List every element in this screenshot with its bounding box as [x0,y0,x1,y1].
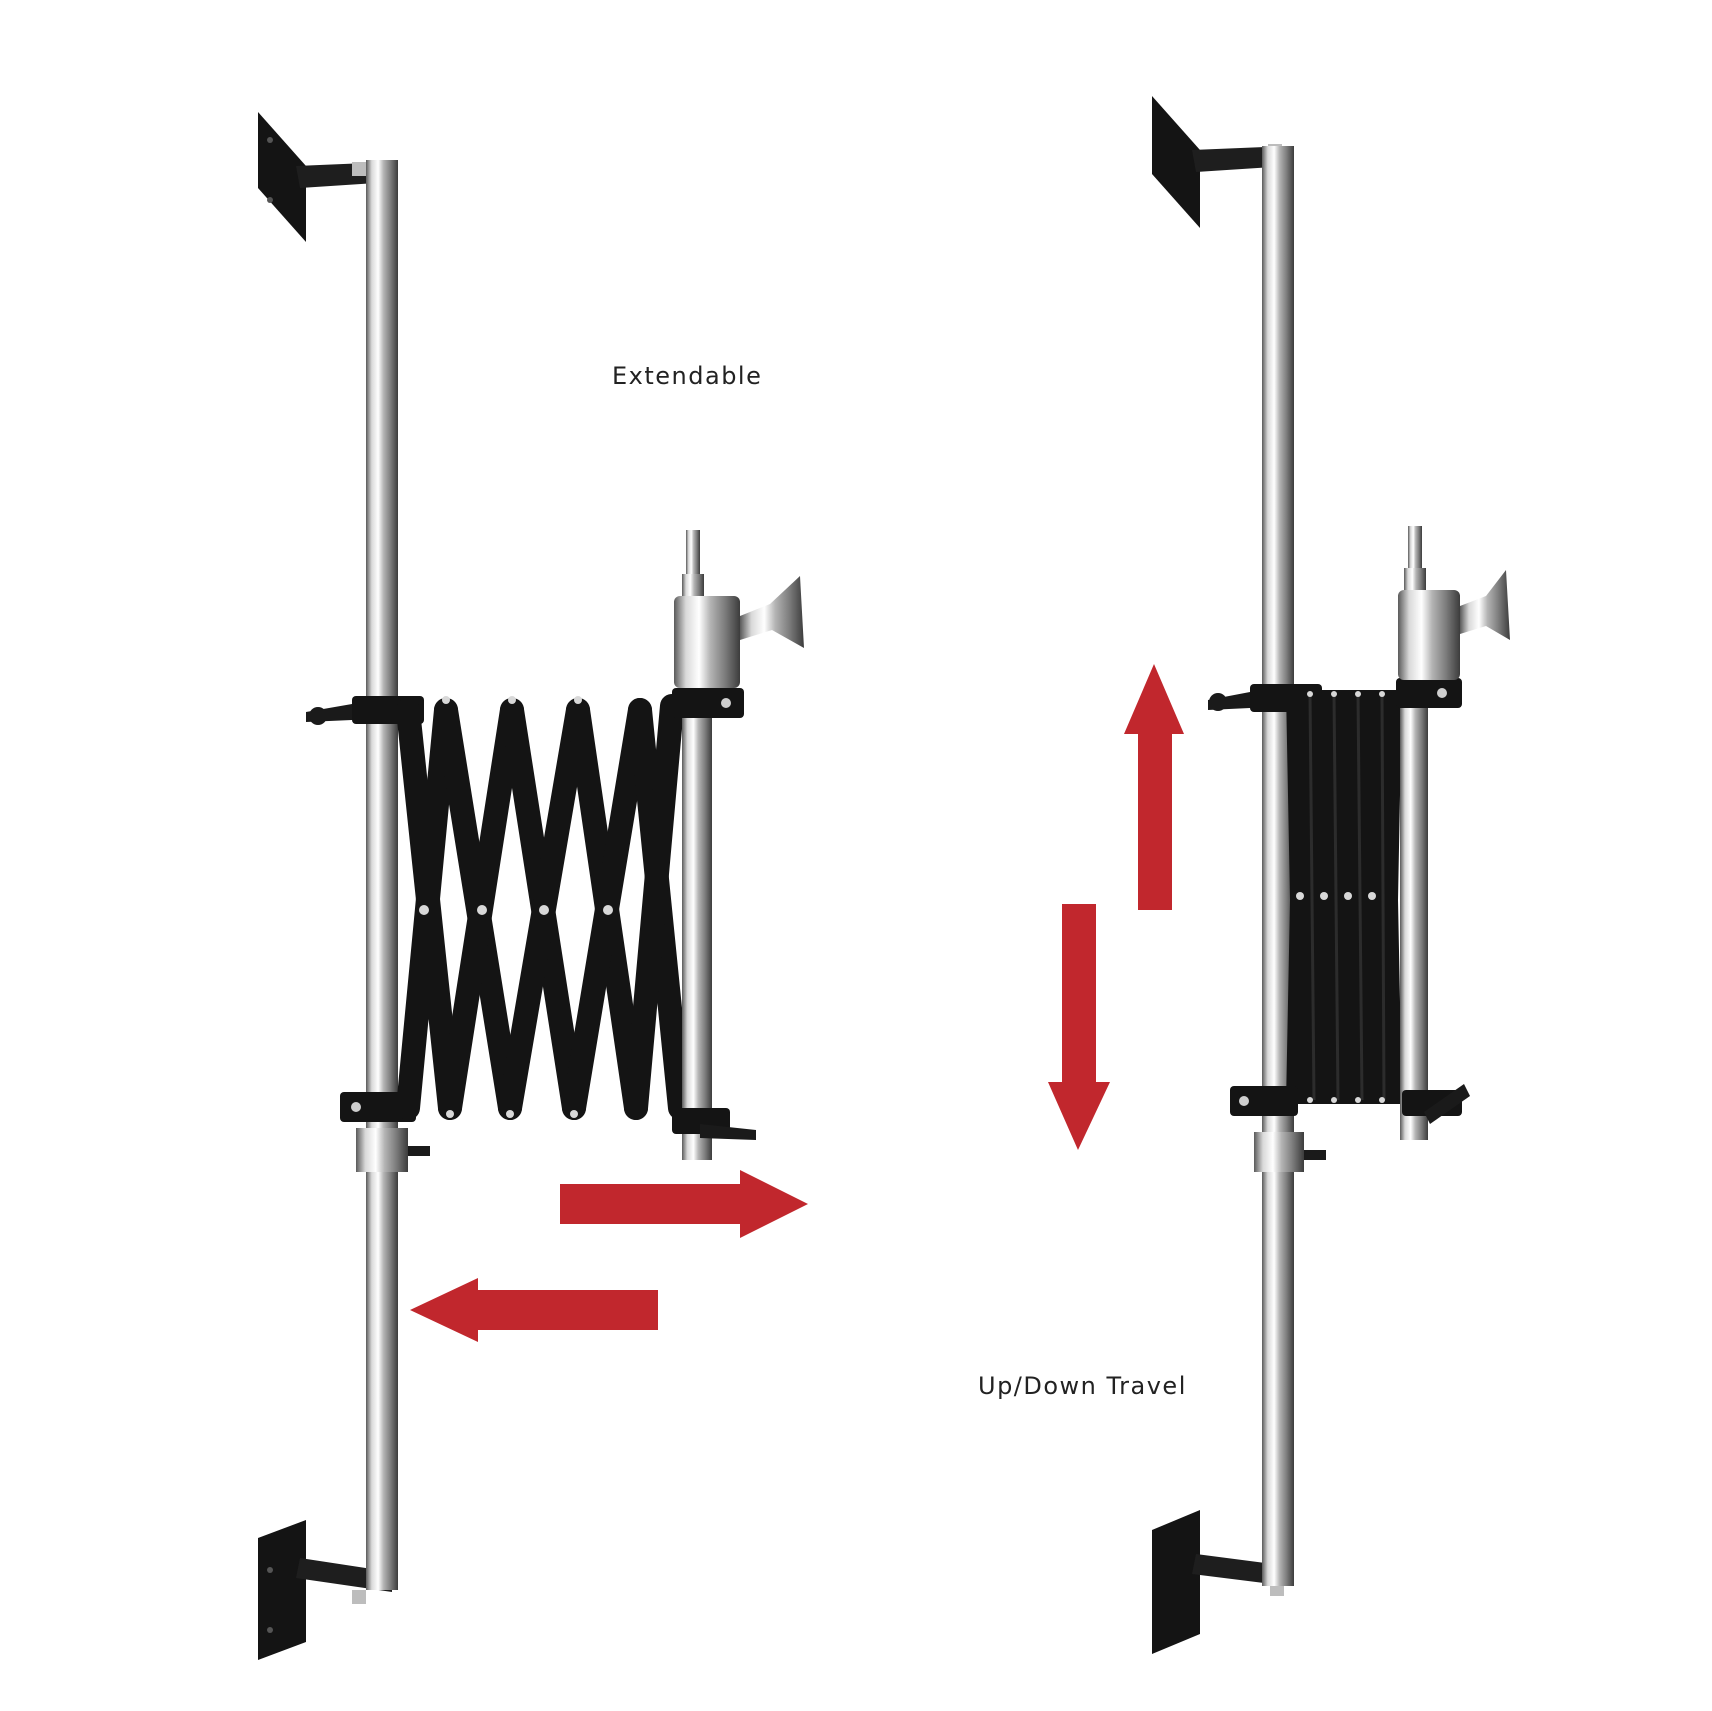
collar [356,1128,408,1172]
chrome-pole-icon [1262,146,1294,1586]
chrome-pole-icon [1400,680,1428,1140]
scissor-rivets [419,696,613,1118]
direction-arrow-icon [560,1170,808,1238]
arrow-right [560,1170,808,1238]
direction-arrow-icon [1124,664,1184,910]
collar [1254,1132,1304,1172]
spigot-icon [674,530,804,688]
scissor-arm-icon [1286,690,1402,1104]
up-down-travel-label: Up/Down Travel [978,1372,1187,1400]
extendable-label: Extendable [612,362,763,390]
spigot-icon [1398,526,1510,680]
chrome-pole-icon [366,160,398,1590]
right-assembly [1152,96,1510,1654]
chrome-pole-icon [682,690,712,1160]
arrow-left [410,1278,658,1342]
arrow-down [1048,904,1110,1150]
direction-arrow-icon [410,1278,658,1342]
left-assembly [258,112,804,1660]
direction-arrow-icon [1048,904,1110,1150]
arrow-up [1124,664,1184,910]
